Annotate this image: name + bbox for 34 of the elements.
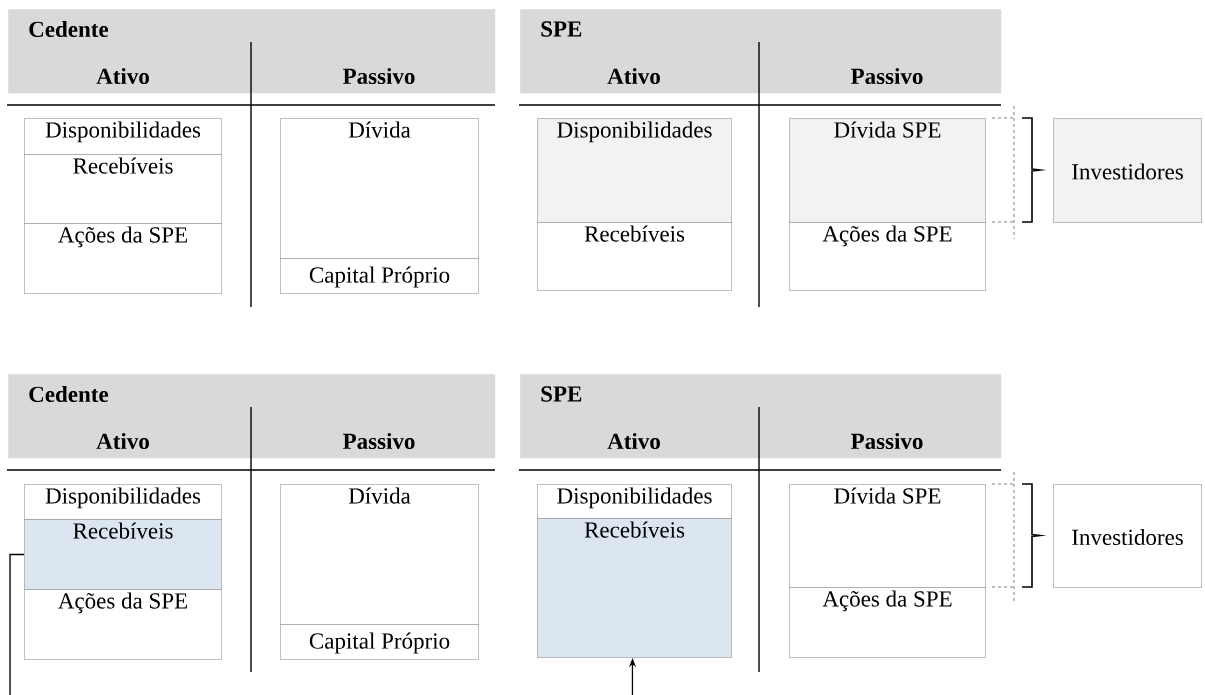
account-box: Disponibilidades — [24, 484, 222, 520]
account-box: Ações da SPE — [789, 222, 986, 291]
account-box: Capital Próprio — [280, 624, 479, 660]
account-box: Dívida SPE — [789, 484, 986, 588]
header-band — [8, 9, 496, 94]
account-box: Investidores — [1053, 484, 1202, 588]
table-title: Cedente — [29, 385, 109, 403]
column-heading: Passivo — [851, 432, 923, 450]
column-heading: Passivo — [343, 67, 415, 85]
account-box: Disponibilidades — [537, 118, 732, 223]
account-box: Recebíveis — [24, 154, 222, 224]
column-heading: Ativo — [96, 67, 149, 85]
column-heading: Ativo — [607, 67, 660, 85]
column-heading: Ativo — [607, 432, 660, 450]
account-box: Recebíveis — [537, 222, 732, 291]
column-heading: Passivo — [343, 432, 415, 450]
column-heading: Passivo — [851, 67, 923, 85]
account-box: Ações da SPE — [789, 587, 986, 658]
account-box: Disponibilidades — [24, 118, 222, 155]
account-box: Capital Próprio — [280, 258, 479, 294]
table-title: SPE — [541, 386, 582, 402]
table-title: SPE — [541, 21, 582, 37]
account-box: Dívida SPE — [789, 118, 986, 223]
table-title: Cedente — [29, 20, 109, 38]
header-band — [520, 9, 1002, 94]
account-box: Recebíveis — [537, 518, 732, 658]
header-band — [520, 374, 1002, 459]
account-box: Ações da SPE — [24, 589, 222, 660]
account-box: Ações da SPE — [24, 223, 222, 294]
column-heading: Ativo — [96, 432, 149, 450]
account-box: Recebíveis — [24, 519, 222, 590]
header-band — [8, 374, 496, 459]
account-box: Disponibilidades — [537, 484, 732, 519]
account-box: Investidores — [1053, 118, 1202, 223]
